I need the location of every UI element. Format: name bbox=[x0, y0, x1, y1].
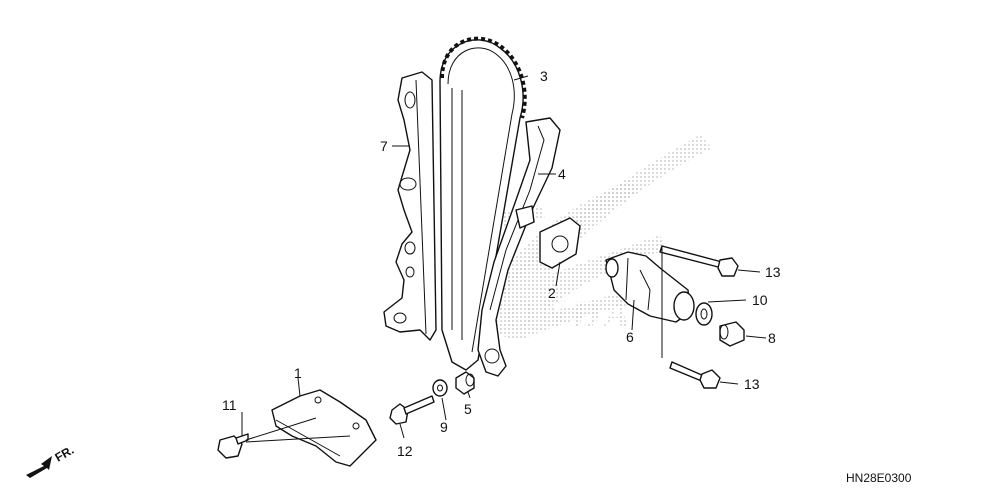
callout-6: 6 bbox=[626, 329, 634, 345]
callout-12: 12 bbox=[397, 443, 413, 459]
callout-13-upper: 13 bbox=[765, 264, 781, 280]
sealing-bolt-8 bbox=[719, 321, 745, 347]
tensioner-arm-4 bbox=[477, 117, 561, 377]
callout-10: 10 bbox=[752, 292, 768, 308]
collar-5 bbox=[455, 371, 475, 395]
bolt-11 bbox=[217, 433, 249, 459]
chain-guide-cover-1 bbox=[271, 389, 377, 467]
callout-3: 3 bbox=[540, 68, 548, 84]
tensioner-lifter-6 bbox=[605, 251, 695, 323]
bolt-13-lower bbox=[669, 361, 721, 389]
leader-lines bbox=[241, 75, 767, 443]
callout-9: 9 bbox=[440, 419, 448, 435]
bolt-12 bbox=[389, 395, 435, 425]
bolt-13-upper bbox=[659, 245, 739, 277]
cam-chain-guide-7 bbox=[383, 71, 437, 341]
cam-chain-3 bbox=[439, 36, 527, 371]
callout-4: 4 bbox=[558, 166, 566, 182]
callout-7: 7 bbox=[380, 138, 388, 154]
callout-5: 5 bbox=[464, 401, 472, 417]
gasket-2 bbox=[539, 217, 581, 269]
washer-10 bbox=[695, 302, 713, 326]
front-direction-arrow: FR. bbox=[26, 443, 76, 478]
diagram-code: HN28E0300 bbox=[846, 471, 912, 485]
callout-1: 1 bbox=[294, 365, 302, 381]
callout-11: 11 bbox=[222, 397, 237, 413]
washer-9 bbox=[432, 379, 448, 397]
callout-8: 8 bbox=[768, 330, 776, 346]
callout-2: 2 bbox=[548, 285, 556, 301]
callout-13-lower: 13 bbox=[744, 376, 760, 392]
front-direction-label: FR. bbox=[53, 443, 77, 465]
